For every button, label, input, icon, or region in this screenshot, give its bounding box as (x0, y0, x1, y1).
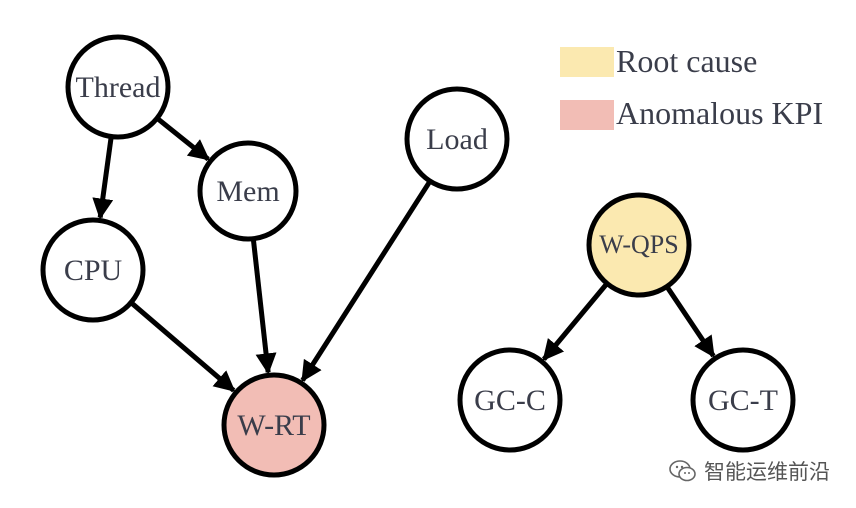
legend-label-root-cause: Root cause (616, 43, 757, 79)
edge-wqps-to-gcc (541, 283, 608, 361)
node-thread: Thread (65, 34, 171, 140)
legend-swatch-root-cause (560, 47, 614, 77)
node-gcc: GC-C (457, 347, 563, 453)
node-wrt: W-RT (221, 372, 327, 478)
node-load: Load (404, 86, 510, 192)
edge-wqps-to-gct (665, 286, 716, 358)
legend-swatch-anomalous-kpi (560, 100, 614, 130)
node-cpu-label: CPU (64, 254, 123, 287)
edges-layer (92, 117, 716, 393)
node-cpu: CPU (40, 217, 146, 323)
node-gcc-label: GC-C (474, 384, 546, 417)
node-thread-label: Thread (76, 71, 161, 104)
node-gct-label: GC-T (708, 384, 778, 417)
wechat-icon (669, 460, 696, 482)
edge-thread-to-cpu (92, 138, 114, 220)
edge-cpu-to-wrt (130, 301, 236, 393)
watermark: 智能运维前沿 (668, 455, 830, 487)
watermark-text: 智能运维前沿 (704, 460, 830, 484)
node-wrt-label: W-RT (237, 409, 310, 442)
node-mem: Mem (197, 140, 299, 242)
node-gct: GC-T (690, 347, 796, 453)
edge-load-to-wrt (300, 181, 432, 383)
legend-label-anomalous-kpi: Anomalous KPI (616, 95, 823, 131)
edge-mem-to-wrt (251, 240, 277, 375)
edge-thread-to-mem (157, 117, 210, 162)
node-wqps: W-QPS (586, 192, 692, 298)
legend: Root cause Anomalous KPI (560, 43, 823, 131)
node-mem-label: Mem (216, 175, 279, 208)
node-load-label: Load (426, 123, 488, 156)
node-wqps-label: W-QPS (599, 230, 678, 259)
